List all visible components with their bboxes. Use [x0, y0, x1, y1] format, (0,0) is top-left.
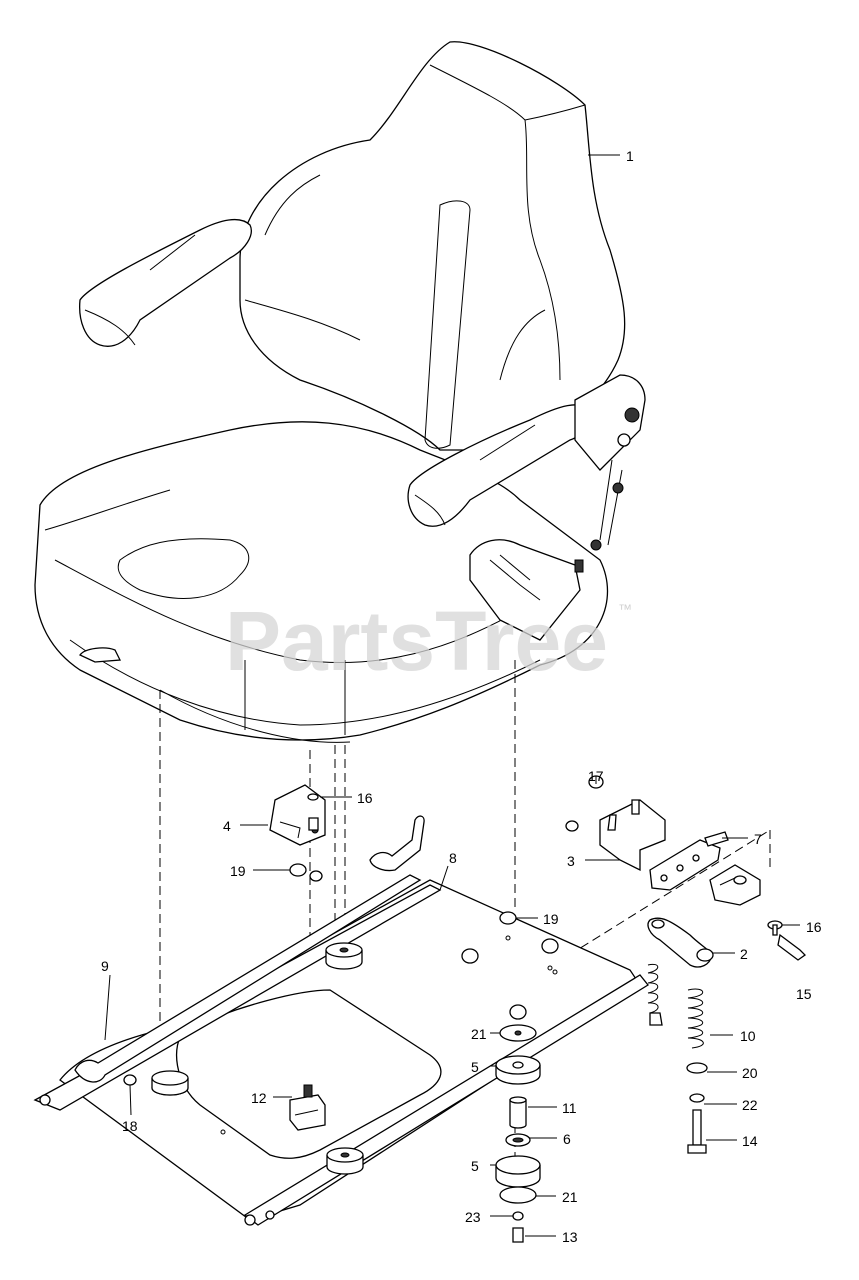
- callout-21a: 21: [471, 1026, 487, 1042]
- callout-5a: 5: [471, 1059, 479, 1075]
- washer-22: [689, 1093, 705, 1103]
- seat-adjust-lever: [79, 647, 122, 663]
- washer-21b: [499, 1186, 537, 1204]
- callout-16a: 16: [357, 790, 373, 806]
- leader-lines: [104, 154, 800, 1237]
- bolt-15: [777, 933, 807, 961]
- seat-assembly: [34, 41, 646, 743]
- callout-21b: 21: [562, 1189, 578, 1205]
- rubber-bumpers: [151, 942, 364, 1175]
- spring-10: [687, 988, 704, 1049]
- callout-13: 13: [562, 1229, 578, 1245]
- callout-11: 11: [562, 1100, 577, 1116]
- hinge-assembly: [565, 775, 761, 906]
- callout-20: 20: [742, 1065, 758, 1081]
- callout-16b: 16: [806, 919, 822, 935]
- callout-6: 6: [563, 1131, 571, 1147]
- seat-belt-buckle: [469, 539, 581, 641]
- washer-20: [686, 1062, 708, 1074]
- bracket-4: [269, 784, 326, 882]
- center-hardware: [461, 911, 559, 1020]
- spacer-stack: [495, 1024, 541, 1243]
- seat-backrest: [239, 41, 626, 451]
- callout-3: 3: [567, 853, 575, 869]
- slide-rail: [74, 815, 425, 1083]
- watermark-trademark: ™: [618, 601, 632, 617]
- callout-7: 7: [754, 831, 762, 847]
- bumper-left: [151, 1070, 189, 1096]
- callout-19b: 19: [543, 911, 559, 927]
- callout-19a: 19: [230, 863, 246, 879]
- callout-10: 10: [740, 1028, 756, 1044]
- callout-12: 12: [251, 1090, 267, 1106]
- bumper-front: [326, 1147, 364, 1175]
- spring-stack: [647, 917, 807, 1154]
- bumper-mid: [325, 942, 363, 970]
- callout-8: 8: [449, 850, 457, 866]
- nut-19a: [289, 863, 307, 877]
- callout-2: 2: [740, 946, 748, 962]
- latch-plate-7: [649, 839, 721, 891]
- callout-9: 9: [101, 958, 109, 974]
- callout-18: 18: [122, 1118, 138, 1134]
- callout-14: 14: [742, 1133, 758, 1149]
- callouts: 1 2 3 4 5 5 6 7 8 9 10 11 12 13 14 15 16…: [101, 148, 822, 1245]
- bolt-14: [692, 1109, 702, 1146]
- washer-23: [512, 1211, 524, 1221]
- callout-17: 17: [588, 768, 604, 784]
- callout-15: 15: [796, 986, 812, 1002]
- armrest-bracket: [574, 374, 646, 471]
- watermark: PartsTree ™: [225, 594, 632, 688]
- callout-4: 4: [223, 818, 231, 834]
- seat-switch: [289, 1084, 326, 1131]
- callout-1: 1: [626, 148, 634, 164]
- callout-22: 22: [742, 1097, 758, 1113]
- grommet-18: [123, 1074, 137, 1086]
- callout-23: 23: [465, 1209, 481, 1225]
- spring-left: [647, 963, 659, 1014]
- left-armrest: [79, 218, 252, 347]
- watermark-brand: PartsTree: [225, 594, 608, 688]
- bumper-5b: [495, 1155, 541, 1175]
- callout-5b: 5: [471, 1158, 479, 1174]
